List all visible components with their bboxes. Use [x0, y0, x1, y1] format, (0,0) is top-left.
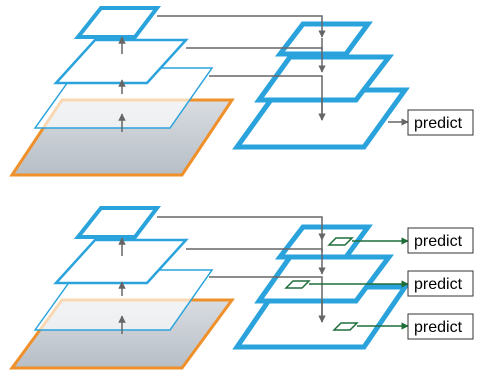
bottom-predict-box-1 [407, 227, 474, 254]
bottom-predict-box-2 [407, 270, 474, 297]
bottom-level-3 [33, 269, 214, 331]
bottom-anchor-2 [284, 280, 311, 289]
top-level-2 [53, 38, 189, 85]
top-diagram: predict [9, 6, 474, 177]
bottom-lateral-1 [157, 216, 326, 241]
bottom-level-1 [73, 206, 162, 239]
top-td-level-2 [254, 54, 395, 103]
top-predict-box [407, 109, 474, 136]
top-td-level-1 [274, 21, 373, 57]
top-predict-label: predict [414, 115, 463, 132]
bottom-predict-label-1: predict [414, 233, 463, 250]
bottom-td-level-2 [254, 254, 394, 304]
top-lateral-1 [157, 15, 326, 38]
bottom-predict-label-2: predict [414, 276, 463, 293]
bottom-diagram: predict predict predict [9, 206, 474, 370]
bottom-td-level-1 [274, 224, 373, 260]
bottom-level-2 [53, 238, 189, 285]
bottom-anchor-3 [332, 322, 359, 331]
bottom-anchor-1 [327, 237, 354, 246]
bottom-predict-label-3: predict [414, 319, 463, 336]
top-level-1 [73, 6, 162, 39]
bottom-predict-box-3 [407, 313, 474, 340]
